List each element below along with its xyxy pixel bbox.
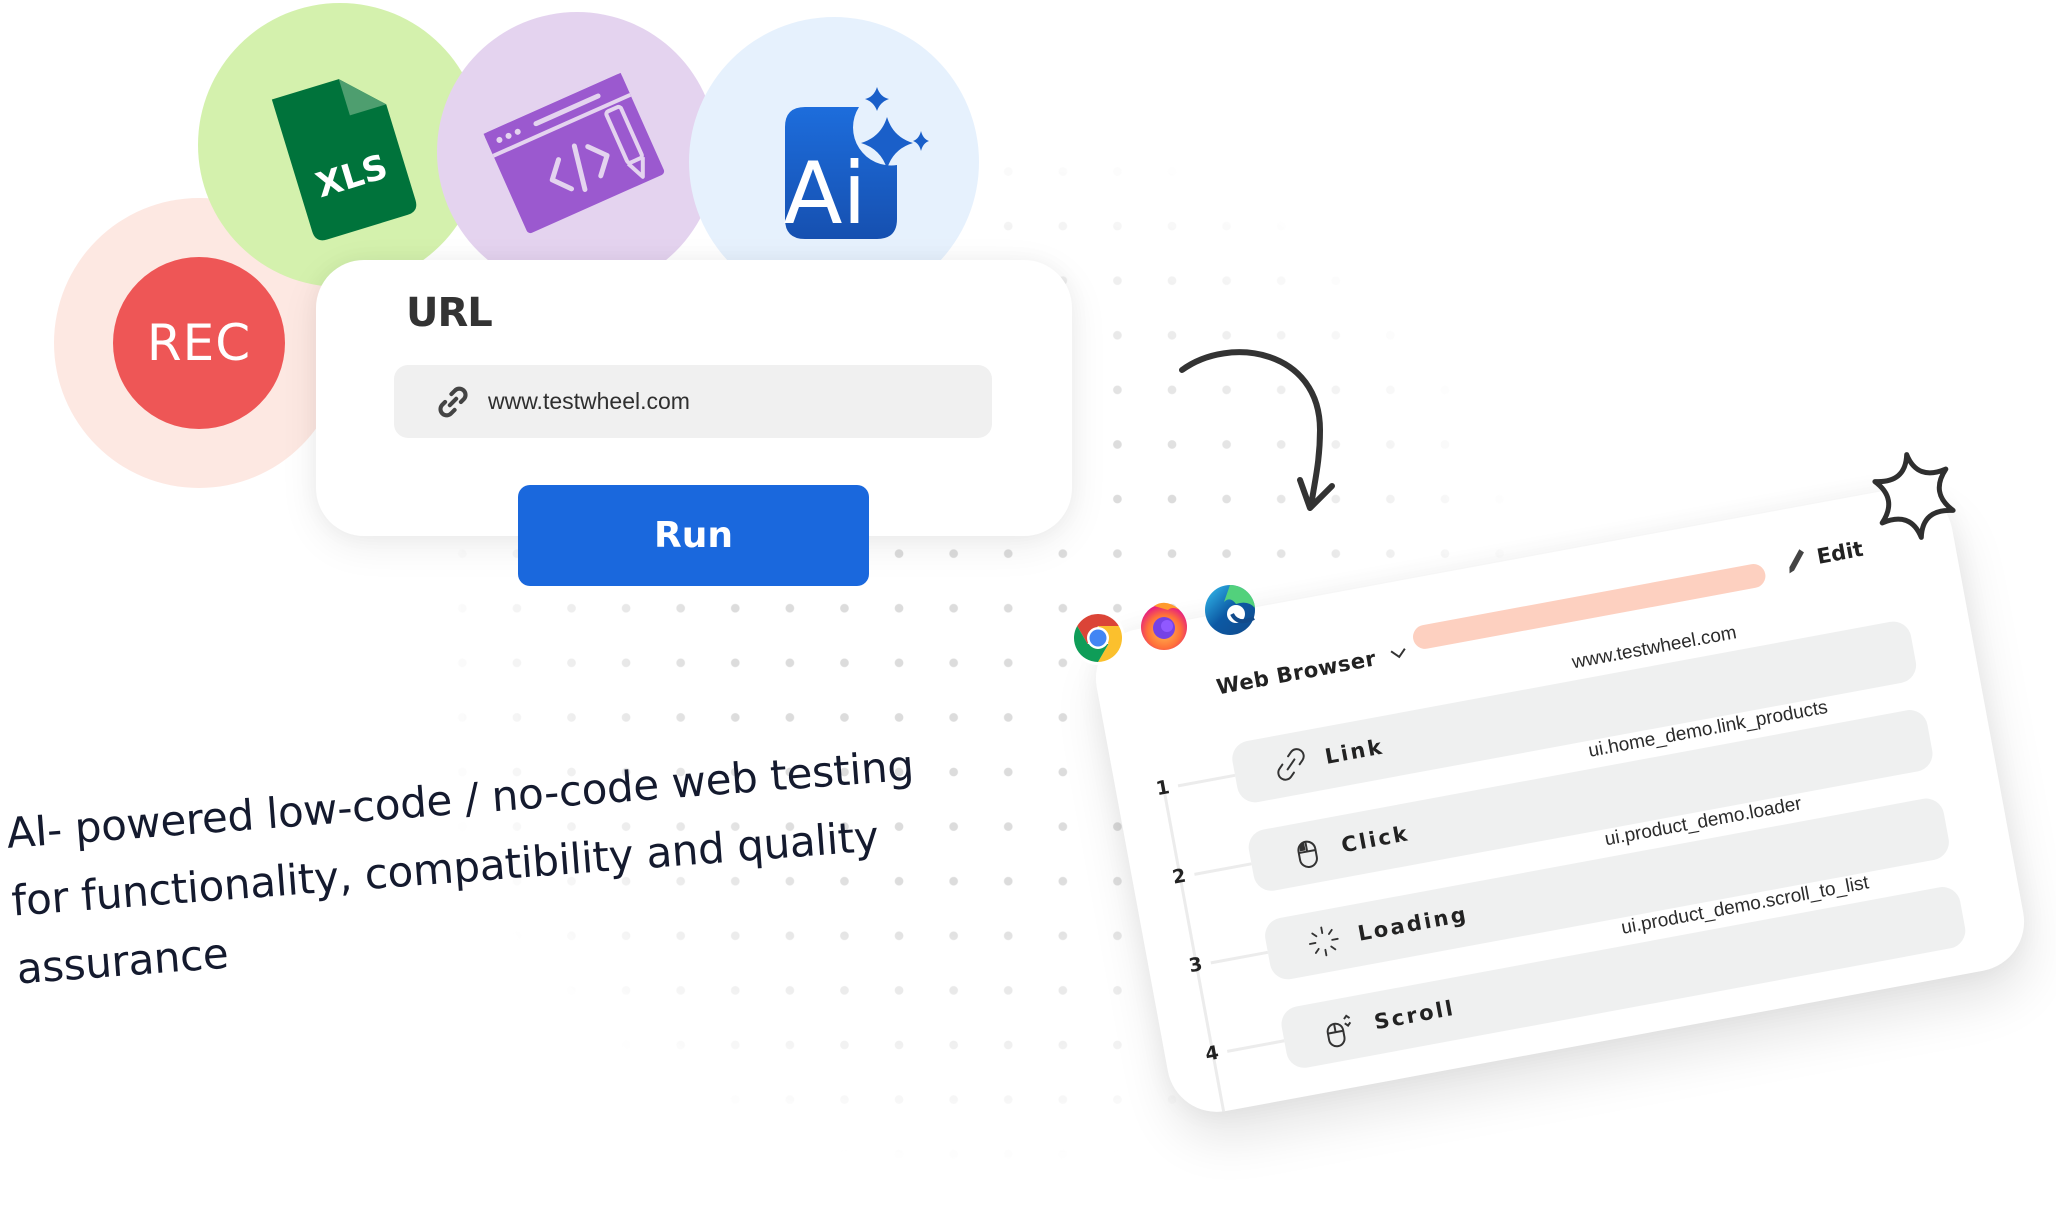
pencil-icon [1789, 549, 1804, 574]
step-connector [1194, 862, 1252, 876]
code-badge[interactable] [437, 12, 717, 292]
curved-arrow-icon [1179, 349, 1335, 511]
test-flow-card: Web Browser Edit 1 Link www.testwheel.co… [1087, 479, 2033, 1121]
link-icon [1277, 748, 1305, 781]
xls-file-icon: XLS [271, 79, 417, 241]
step-target: www.testwheel.com [1570, 622, 1739, 674]
step-connector [1210, 950, 1269, 965]
code-editor-icon [483, 72, 665, 234]
step-connector [1177, 773, 1236, 788]
step-number: 1 [1154, 776, 1172, 801]
url-label: URL [406, 290, 493, 336]
edge-icon[interactable] [1202, 582, 1258, 638]
mouse-scroll-icon [1326, 1014, 1352, 1048]
mouse-click-icon [1297, 840, 1318, 868]
step-row[interactable]: Link www.testwheel.com [1229, 618, 1920, 806]
step-number: 2 [1170, 864, 1188, 889]
run-button[interactable]: Run [518, 485, 869, 586]
browser-icons [1070, 582, 1300, 672]
firefox-icon[interactable] [1136, 596, 1192, 652]
chrome-icon[interactable] [1070, 610, 1126, 666]
url-input-value: www.testwheel.com [488, 388, 690, 414]
step-connector [1226, 1039, 1285, 1053]
record-label: REC [146, 314, 252, 372]
step-action: Scroll [1372, 995, 1458, 1035]
step-action: Loading [1355, 901, 1471, 946]
step-action: Link [1323, 734, 1386, 769]
chevron-down-icon [1390, 648, 1406, 659]
ai-sparkle-icon: Ai [784, 87, 929, 244]
step-row[interactable]: Click ui.home_demo.link_products [1245, 697, 1936, 894]
step-action: Click [1339, 821, 1412, 858]
url-input[interactable]: www.testwheel.com [394, 365, 992, 438]
xls-badge[interactable]: XLS [198, 3, 482, 287]
edit-label: Edit [1814, 536, 1866, 569]
sparkle-outline-icon [1872, 452, 1956, 540]
browser-select[interactable]: Web Browser [1215, 641, 1410, 699]
step-number: 4 [1203, 1041, 1221, 1066]
link-icon [438, 386, 468, 417]
record-button[interactable]: REC [113, 257, 285, 429]
spinner-icon [1308, 926, 1339, 957]
step-row[interactable]: Scroll ui.product_demo.scroll_to_list [1278, 872, 1969, 1071]
svg-text:Ai: Ai [784, 144, 867, 244]
step-row[interactable]: Loading ui.product_demo.loader [1262, 793, 1952, 983]
step-number: 3 [1187, 953, 1205, 978]
edit-button[interactable]: Edit [1783, 536, 1865, 576]
ai-badge[interactable]: Ai [689, 17, 979, 307]
